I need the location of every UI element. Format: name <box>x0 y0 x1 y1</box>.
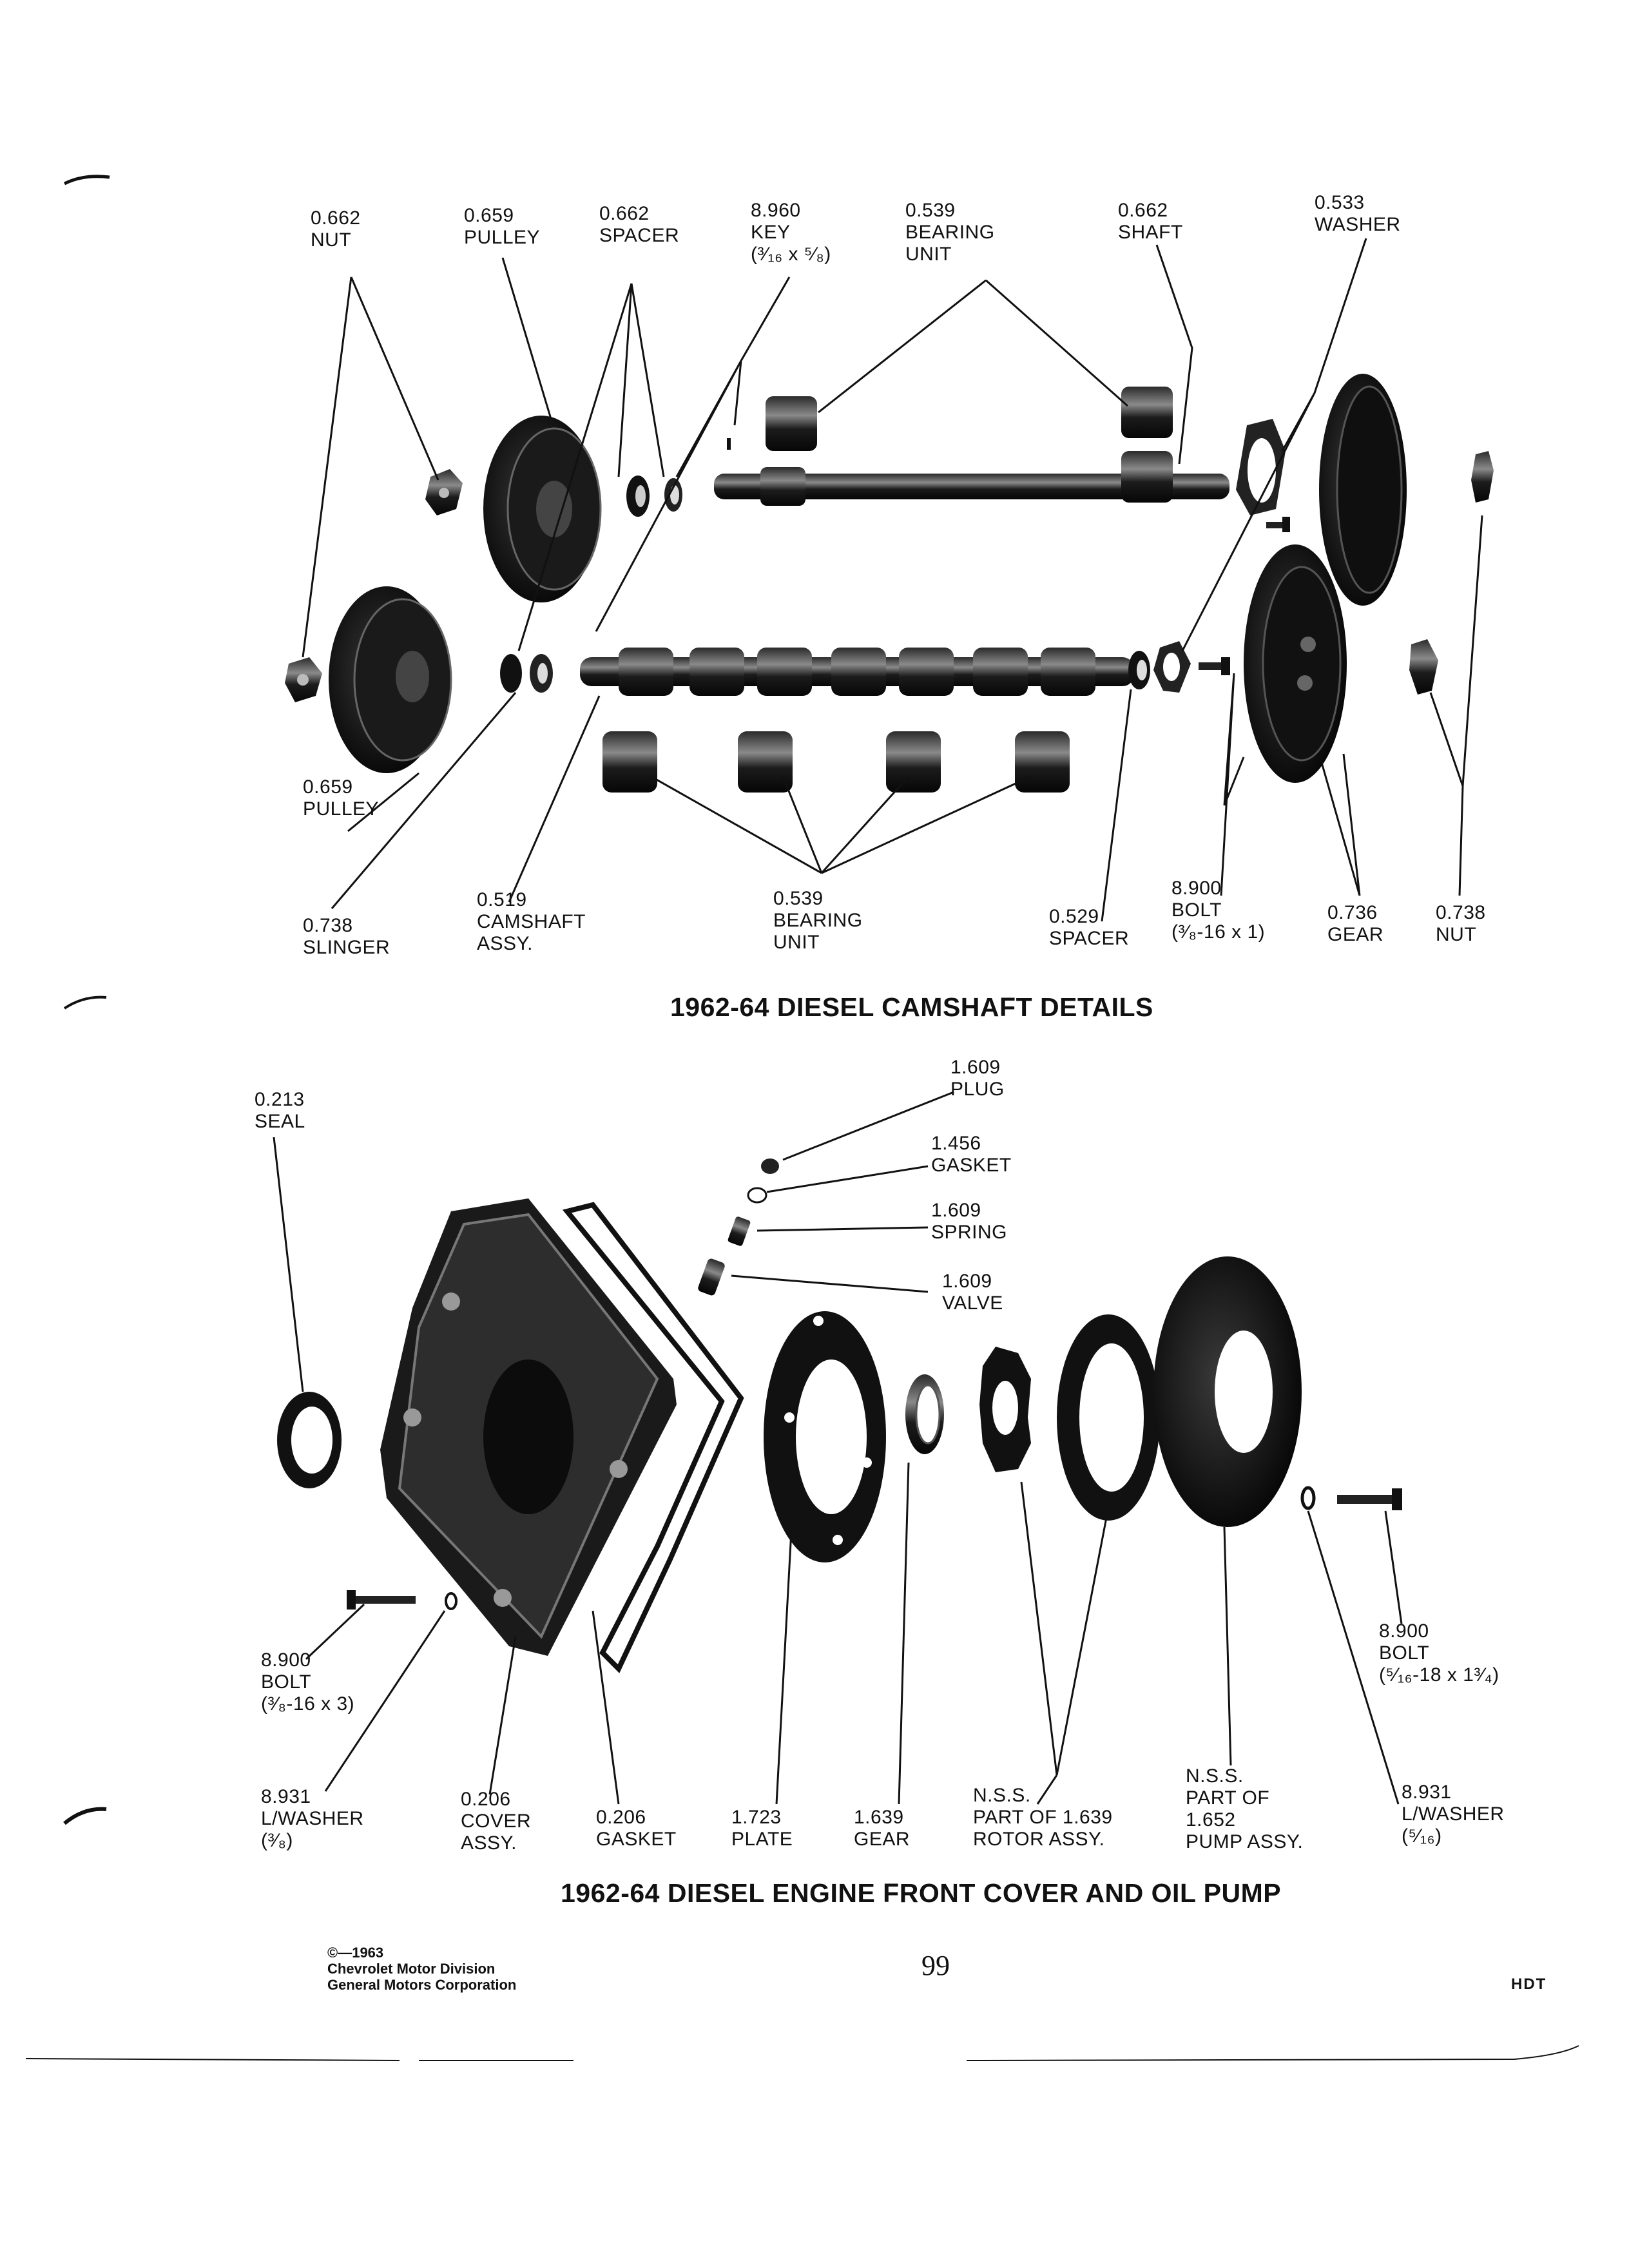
washer-left-part <box>445 1592 458 1610</box>
oil-pump-diagram <box>273 1091 1403 1805</box>
margin-marks <box>25 175 1579 2061</box>
nut-right-part <box>1409 639 1438 695</box>
bearing-gear-part <box>905 1374 944 1454</box>
bolt-right-part <box>1337 1488 1402 1510</box>
seal-part <box>277 1392 342 1488</box>
nut-far-right-part <box>1471 451 1494 503</box>
page-number: 99 <box>921 1950 950 1981</box>
inner-rotor-part <box>979 1347 1031 1472</box>
bolt-bottom-part <box>1199 657 1230 675</box>
small-bolt-part <box>1266 517 1290 532</box>
key-part <box>727 438 731 450</box>
camshaft-part <box>580 648 1134 696</box>
nut-top-part <box>425 469 463 515</box>
nut-left-part <box>285 657 322 702</box>
spring-part <box>728 1216 751 1246</box>
bearing-bottom-part <box>602 731 1070 793</box>
pulley-top-part <box>483 416 602 602</box>
cover-gasket-part <box>562 1202 744 1673</box>
valve-part <box>698 1258 725 1296</box>
washer-right-part <box>1300 1486 1316 1510</box>
shaft-part <box>714 387 1229 506</box>
spacer-bottom-part <box>1128 651 1150 689</box>
plug-part <box>761 1158 779 1174</box>
camshaft-leader-lines <box>302 238 1483 922</box>
gasket-small-part <box>747 1187 767 1204</box>
outer-rotor-part <box>1057 1314 1160 1521</box>
front-cover-part <box>380 1198 677 1656</box>
gear-top-part <box>1319 374 1407 606</box>
thrust-plate-part <box>1153 641 1191 693</box>
bearing-top-part-1 <box>766 396 817 451</box>
oil-pump-diagram-title: 1962-64 DIESEL ENGINE FRONT COVER AND OI… <box>561 1878 1282 1908</box>
gear-bottom-part <box>1244 544 1347 783</box>
oil-pump-leader-lines <box>273 1091 1403 1805</box>
camshaft-diagram <box>285 238 1494 922</box>
camshaft-diagram-title: 1962-64 DIESEL CAMSHAFT DETAILS <box>670 992 1153 1022</box>
plate-part <box>764 1311 886 1562</box>
washer-part <box>1236 419 1286 515</box>
pump-body-part <box>1153 1256 1302 1527</box>
pulley-bottom-part <box>329 586 452 773</box>
slinger-part <box>500 654 553 693</box>
spacer-top-part <box>626 476 682 517</box>
bolt-left-part <box>347 1590 416 1610</box>
section-code: HDT <box>1511 1975 1547 1993</box>
